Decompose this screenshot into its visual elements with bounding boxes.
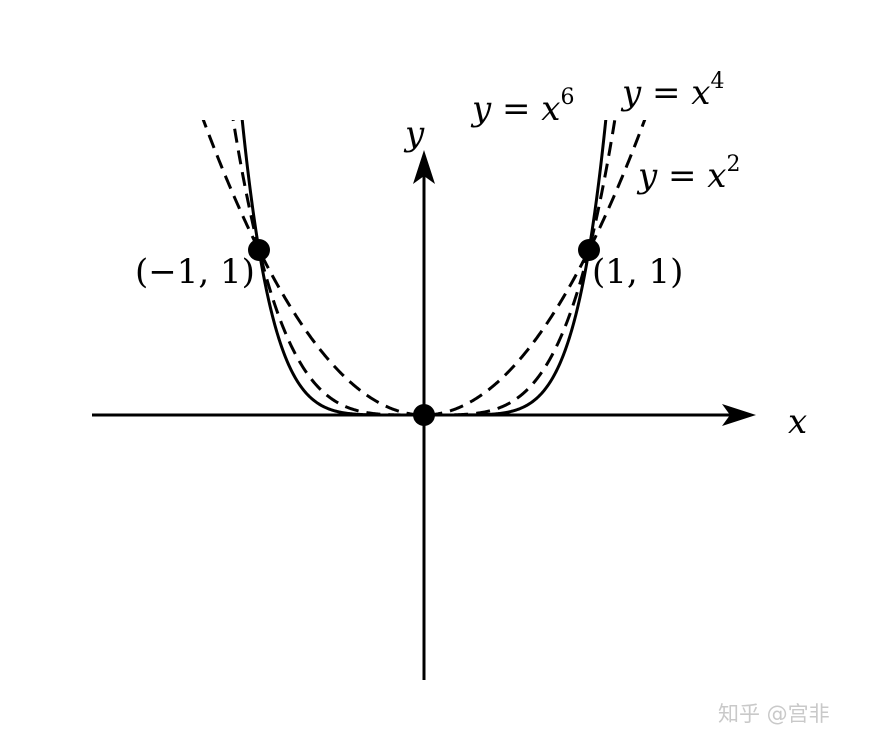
legend-y-x2: y = x2	[636, 152, 741, 196]
curve-y-x2	[201, 120, 647, 417]
point-label-1-1: (1, 1)	[592, 252, 683, 292]
x-axis-label: x	[788, 402, 807, 442]
point-label-neg1-1: (−1, 1)	[135, 252, 255, 292]
legend-y-x6: y = x6	[470, 85, 575, 129]
y-axis-label: y	[403, 114, 425, 154]
x-axis-arrowhead	[722, 404, 756, 426]
watermark: 知乎 @宫非	[718, 702, 830, 726]
point-origin	[413, 404, 435, 426]
point-neg1-1	[248, 239, 270, 261]
y-axis-arrowhead	[413, 150, 435, 184]
legend-y-x4: y = x4	[620, 69, 725, 113]
point-1-1	[578, 239, 600, 261]
